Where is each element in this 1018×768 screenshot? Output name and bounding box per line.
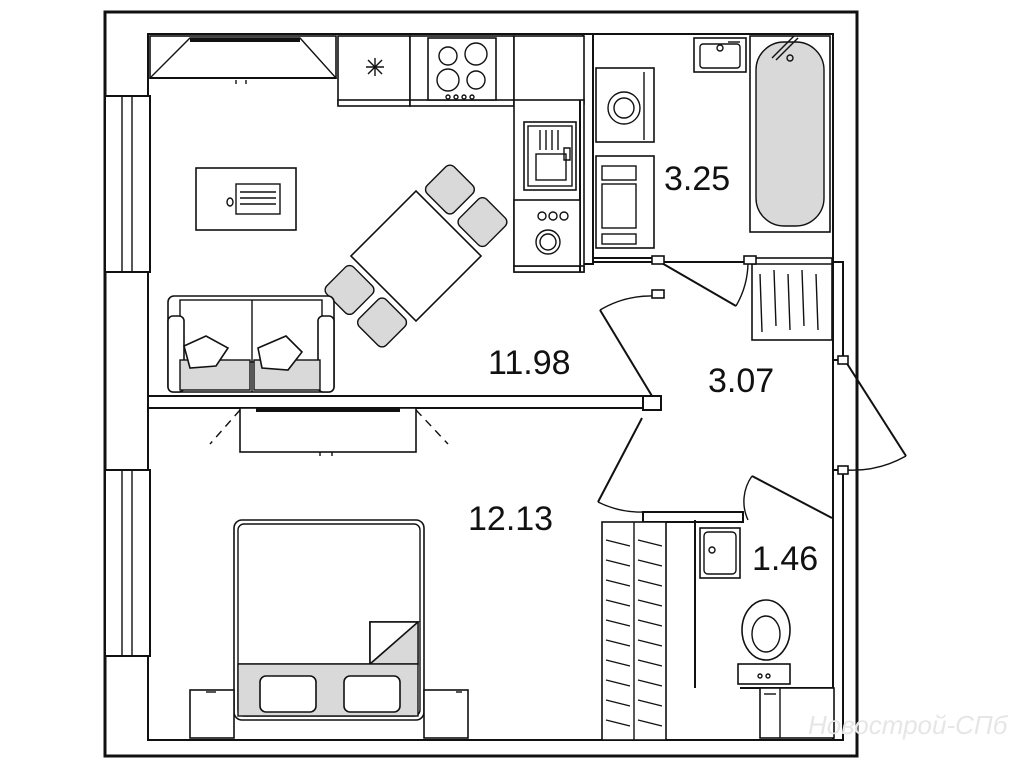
bathtub-icon xyxy=(749,35,831,233)
cooktop-icon xyxy=(427,37,497,101)
wardrobe-icon xyxy=(601,521,667,741)
area-label-living-kitchen: 11.98 xyxy=(488,344,571,382)
toilet-sink-icon xyxy=(699,527,741,579)
dining-table-icon xyxy=(324,164,508,348)
watermark-text: Новострой-СПб xyxy=(808,710,1009,740)
range-hood xyxy=(148,37,338,84)
area-label-bathroom: 3.25 xyxy=(664,160,730,198)
area-label-toilet: 1.46 xyxy=(752,540,818,578)
window-left-top xyxy=(104,95,151,273)
fridge-icon xyxy=(366,58,384,76)
window-left-bottom xyxy=(104,469,151,657)
door-toilet[interactable] xyxy=(743,475,833,521)
bed-icon xyxy=(189,519,469,739)
area-label-hallway: 3.07 xyxy=(708,362,774,400)
area-label-bedroom: 12.13 xyxy=(468,500,553,538)
kitchen-sink-icon xyxy=(523,121,577,191)
door-bedroom[interactable] xyxy=(597,417,645,513)
toilet-cabinet-icon xyxy=(759,687,835,739)
door-kitchen[interactable] xyxy=(599,289,665,397)
desk-laptop-icon xyxy=(195,167,297,231)
wash-basin-icon xyxy=(693,37,747,73)
hallway-shelf-icon xyxy=(751,257,833,341)
washing-machine-icon xyxy=(595,67,655,143)
tv-icon xyxy=(209,407,449,456)
door-bathroom[interactable] xyxy=(651,255,757,307)
toilet-icon xyxy=(737,599,791,685)
bathroom-sink-icon xyxy=(595,155,655,249)
door-entrance[interactable] xyxy=(837,355,907,475)
dishwasher-icon xyxy=(513,199,581,267)
sofa-icon xyxy=(167,295,335,393)
